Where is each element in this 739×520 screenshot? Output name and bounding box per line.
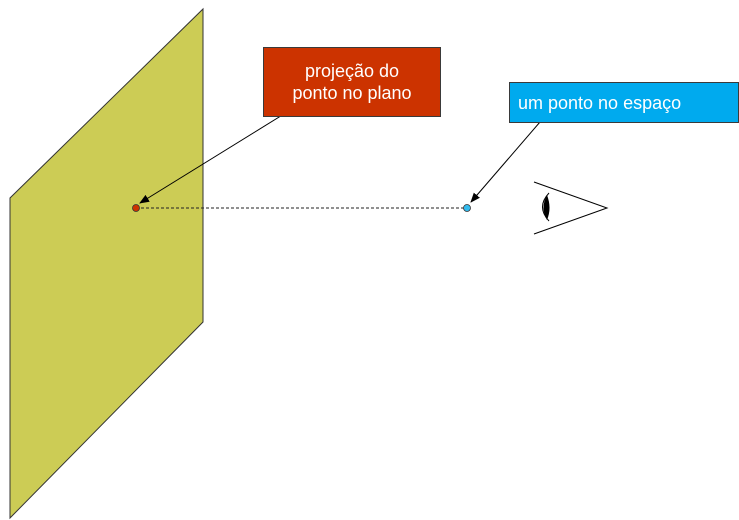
space-point-label-text: um ponto no espaço	[518, 93, 682, 113]
projection-arrow	[139, 113, 285, 204]
projection-label-line-1: projeção do	[304, 61, 400, 81]
projection-plane	[9, 7, 204, 520]
space-point-arrow	[470, 121, 541, 203]
space-point-label: um ponto no espaço	[509, 82, 739, 123]
eye-icon	[533, 181, 609, 235]
projected-point	[132, 204, 140, 212]
projection-label-line-2: ponto no plano	[292, 83, 412, 103]
projection-label: projeção do ponto no plano	[263, 47, 441, 117]
space-point	[463, 204, 471, 212]
